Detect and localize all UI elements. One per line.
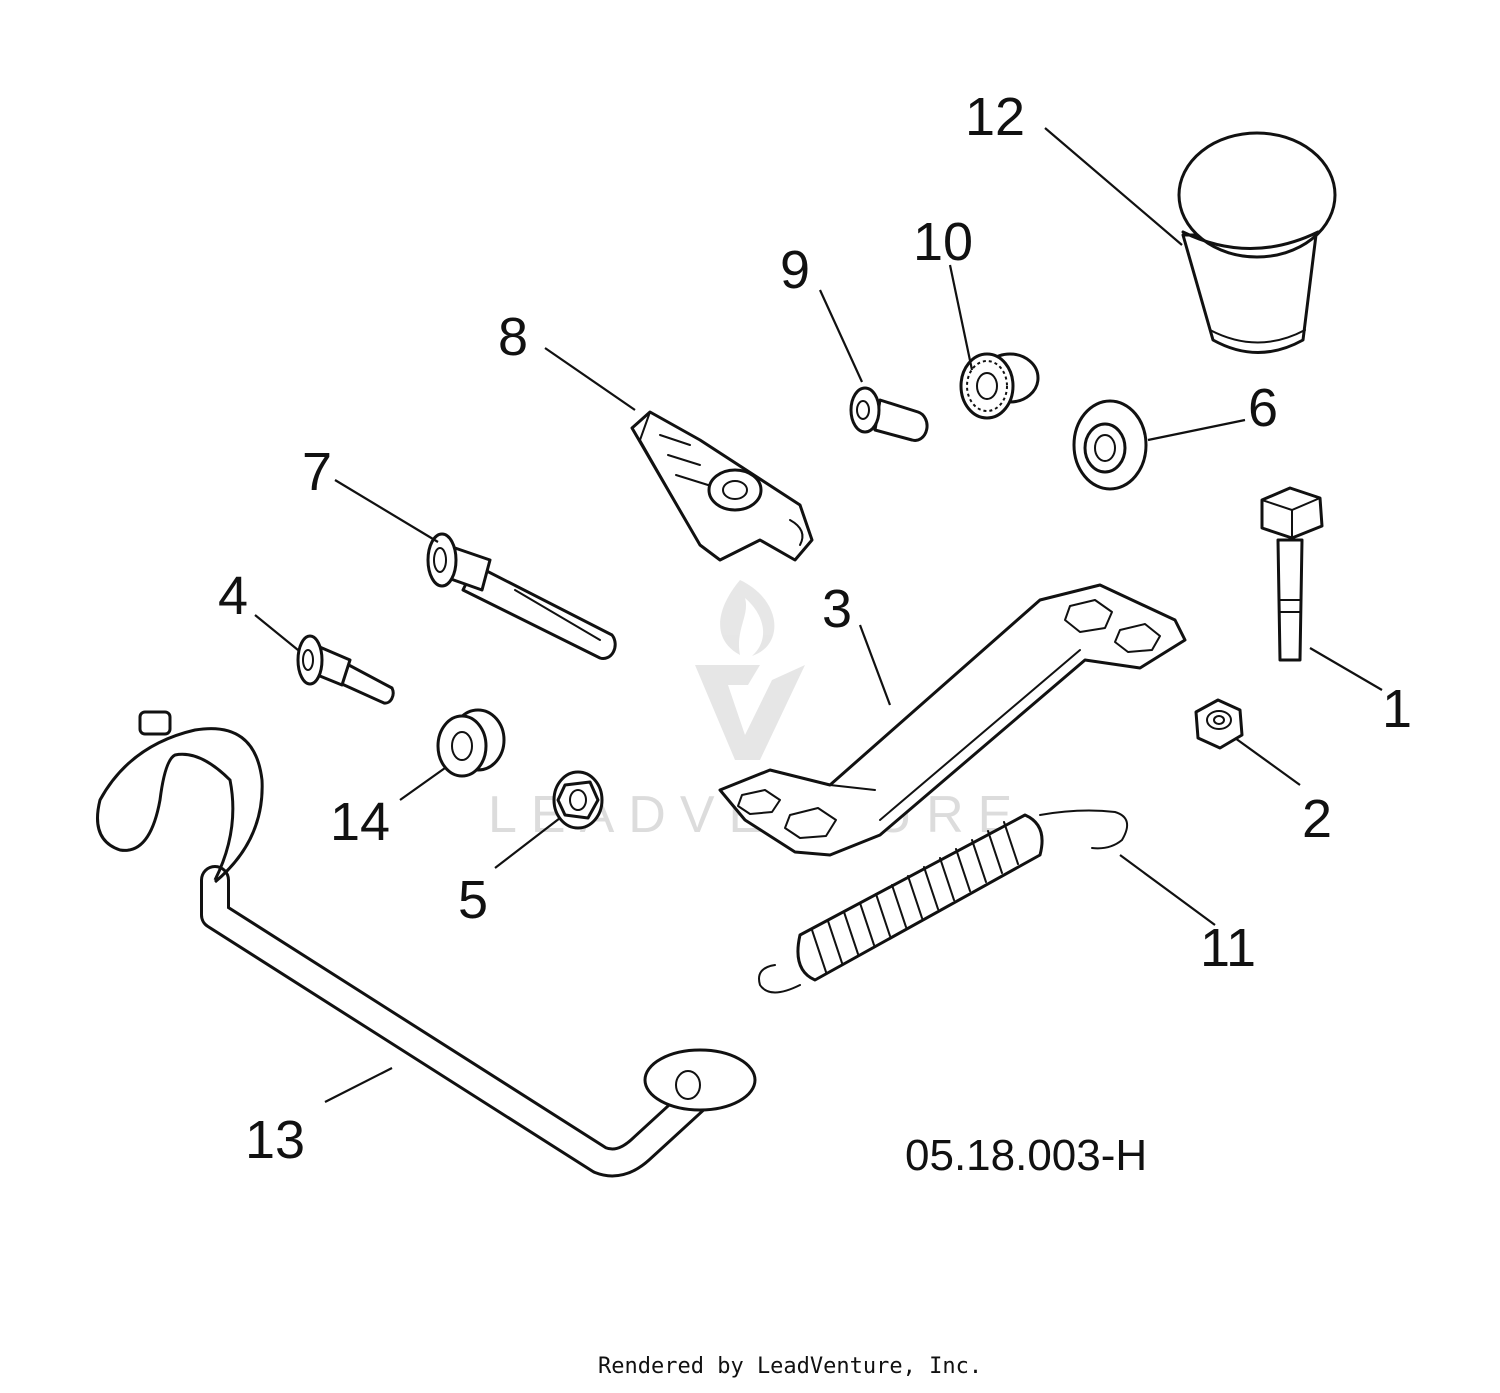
part-13-shift-rod — [96, 710, 757, 1178]
part-9-shoulder-bolt — [849, 386, 929, 442]
callout-4: 4 — [218, 566, 248, 626]
render-credit: Rendered by LeadVenture, Inc. — [598, 1354, 982, 1379]
callout-3: 3 — [822, 579, 852, 639]
callout-8: 8 — [498, 307, 528, 367]
callout-12: 12 — [965, 87, 1025, 147]
callout-7: 7 — [302, 442, 332, 502]
callout-2: 2 — [1302, 789, 1332, 849]
callout-1: 1 — [1382, 679, 1412, 739]
part-6-flange-nut — [1072, 399, 1148, 491]
part-14-spacer — [436, 708, 506, 778]
part-12-knob — [1177, 131, 1337, 354]
drawing-number: 05.18.003-H — [905, 1131, 1147, 1180]
part-3-plate — [718, 583, 1187, 857]
part-1-hex-bolt — [1260, 486, 1324, 662]
part-2-lock-nut — [1194, 698, 1244, 750]
part-10-lock-washer — [959, 352, 1040, 420]
callout-labels: 1 2 3 4 5 6 7 8 9 10 11 12 13 14 — [218, 87, 1412, 1170]
part-11-spring — [758, 809, 1129, 994]
callout-10: 10 — [913, 212, 973, 272]
callout-14: 14 — [330, 792, 390, 852]
callout-11: 11 — [1200, 918, 1256, 978]
callout-5: 5 — [458, 870, 488, 930]
callout-13: 13 — [245, 1110, 305, 1170]
part-4-shoulder-bolt — [296, 634, 395, 705]
callout-6: 6 — [1248, 378, 1278, 438]
callout-9: 9 — [780, 240, 810, 300]
part-5-flange-nut — [552, 770, 604, 830]
leader-lines — [254, 127, 1383, 1103]
part-7-long-bolt — [426, 532, 617, 660]
part-8-bracket — [630, 410, 814, 562]
